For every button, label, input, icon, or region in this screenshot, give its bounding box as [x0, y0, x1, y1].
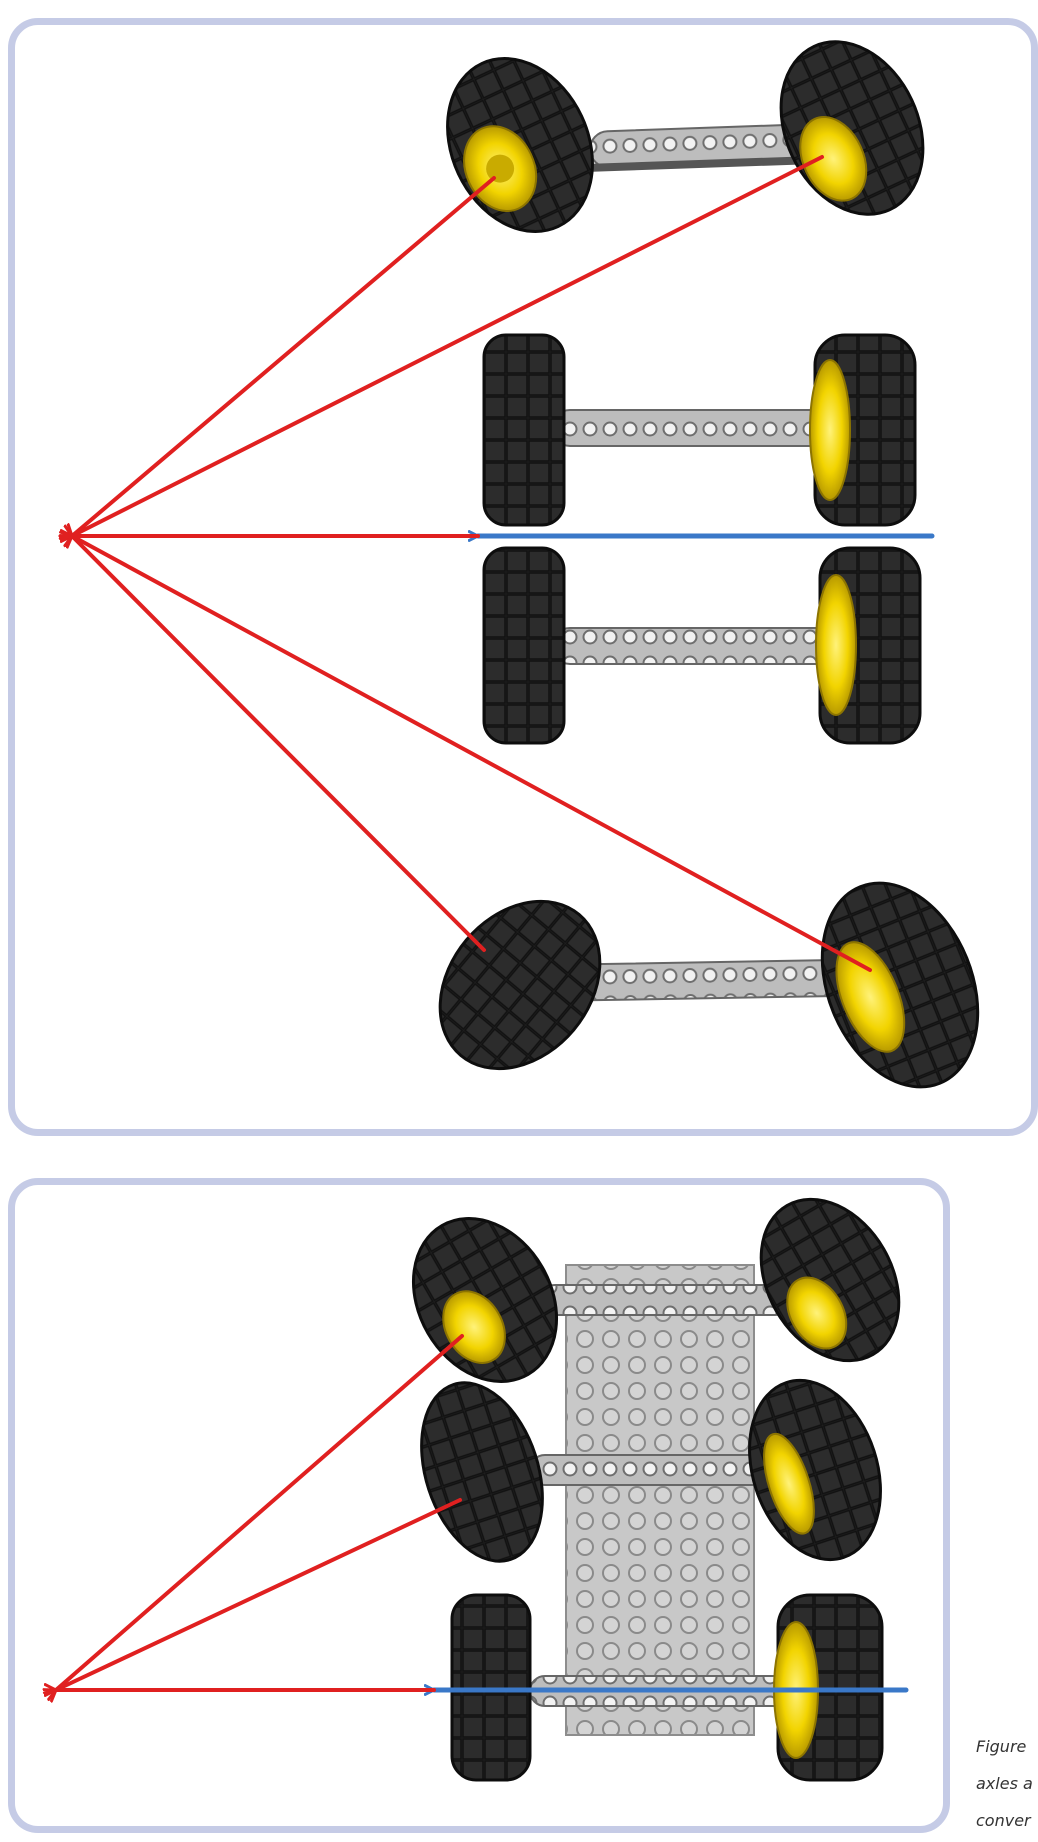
- caption-line: conver: [976, 1811, 1031, 1830]
- red-arrow: [72, 536, 872, 972]
- wheel-hub: [835, 941, 906, 1053]
- turning-center-arrows-top: [72, 155, 935, 972]
- right-wheel: [759, 1197, 901, 1363]
- liftarm-beam: [551, 627, 848, 665]
- wheel-hub: [809, 359, 851, 501]
- red-arrow: [72, 536, 486, 952]
- wheel-hub: [786, 1276, 848, 1350]
- liftarm-beam: [551, 409, 843, 447]
- caption-line: Figure: [976, 1737, 1027, 1756]
- axle-3-assembly: [482, 546, 922, 745]
- wheel-hub: [763, 1432, 815, 1535]
- wheel-hub: [442, 1290, 506, 1364]
- right-wheel: [779, 40, 925, 216]
- caption-line: axles a: [976, 1774, 1033, 1793]
- axle-2-assembly: [482, 333, 917, 527]
- axle-rod: [584, 155, 831, 173]
- turning-center-arrows-bottom: [56, 1334, 909, 1690]
- lego-plate: [565, 1264, 755, 1736]
- axle-4-assembly: [438, 881, 980, 1089]
- left-wheel: [482, 546, 566, 745]
- red-arrow: [56, 1498, 462, 1690]
- left-wheel: [438, 899, 602, 1071]
- figure-caption: Figure axles a conver: [976, 1728, 1038, 1839]
- wheel-hub: [815, 574, 857, 716]
- left-wheel: [482, 333, 566, 527]
- red-arrow: [72, 176, 496, 536]
- axle-1-assembly: [446, 40, 925, 233]
- liftarm-beam: [539, 1284, 791, 1316]
- chassis-axle-2: [420, 1378, 882, 1563]
- red-arrow: [72, 155, 824, 536]
- right-wheel: [809, 333, 917, 527]
- red-arrow: [56, 1334, 464, 1690]
- wheel-hub: [799, 115, 868, 202]
- left-wheel: [420, 1381, 544, 1563]
- left-wheel: [446, 57, 594, 233]
- right-wheel: [815, 546, 922, 745]
- chassis-axle-1: [411, 1197, 901, 1383]
- right-wheel: [820, 881, 980, 1089]
- left-wheel: [411, 1217, 559, 1383]
- right-wheel: [748, 1378, 882, 1562]
